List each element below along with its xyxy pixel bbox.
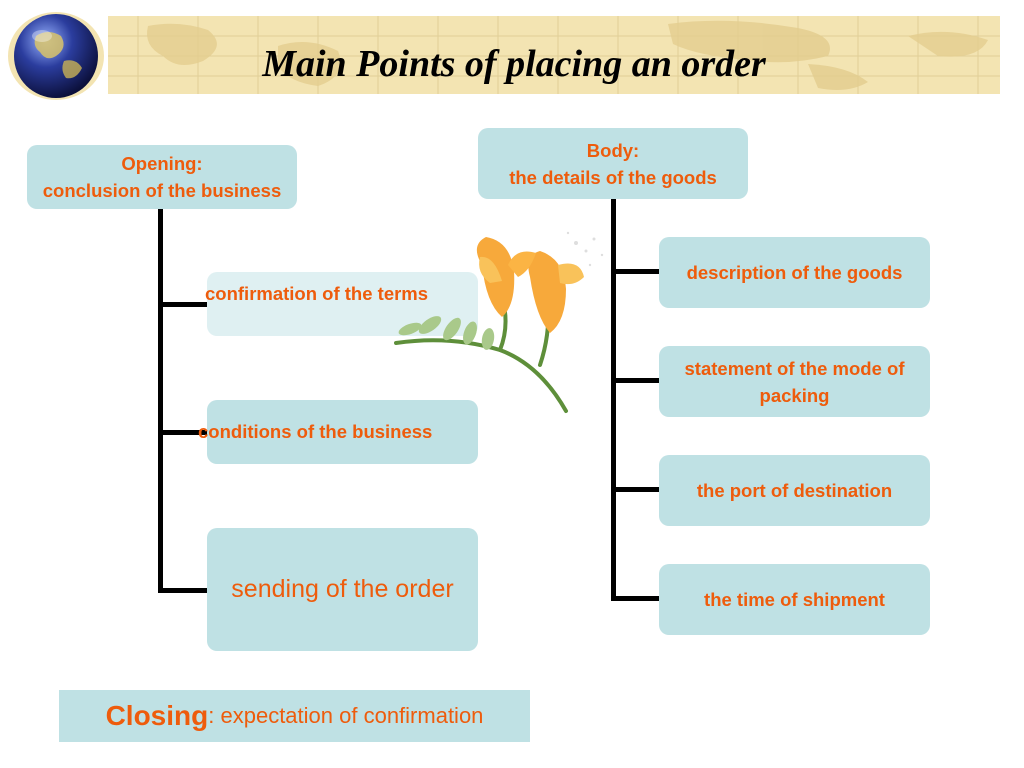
page-title: Main Points of placing an order <box>262 43 766 85</box>
body-branch-1 <box>611 269 659 274</box>
body-trunk-line <box>611 199 616 601</box>
opening-item-label: sending of the order <box>231 575 454 603</box>
opening-branch-1 <box>158 302 208 307</box>
body-item-label: the time of shipment <box>704 589 885 610</box>
opening-branch-2 <box>158 430 208 435</box>
closing-box: Closing: expectation of confirmation <box>59 690 530 742</box>
globe-icon <box>8 12 104 100</box>
opening-item-conditions: conditions of the business <box>198 400 478 464</box>
body-item-shipment: the time of shipment <box>659 564 930 635</box>
opening-branch-3 <box>158 588 208 593</box>
opening-trunk-line <box>158 209 163 593</box>
body-branch-2 <box>611 378 659 383</box>
body-branch-3 <box>611 487 659 492</box>
opening-subtitle: conclusion of the business <box>42 180 282 201</box>
body-item-description: description of the goods <box>659 237 930 308</box>
opening-box: Opening: conclusion of the business <box>27 145 297 209</box>
opening-item-confirmation: confirmation of the terms <box>205 272 478 336</box>
opening-item-label: confirmation of the terms <box>205 283 429 304</box>
closing-text: expectation of confirmation <box>220 703 484 728</box>
body-item-label: the port of destination <box>696 480 893 501</box>
body-item-destination: the port of destination <box>659 455 930 526</box>
body-item-label: statement of the mode of packing <box>684 357 905 406</box>
body-branch-4 <box>611 596 659 601</box>
opening-item-label: conditions of the business <box>198 420 433 442</box>
world-map-background <box>108 16 1000 94</box>
body-item-packing: statement of the mode of packing <box>659 346 930 417</box>
opening-label: Opening: <box>121 153 203 174</box>
closing-separator: : <box>208 703 221 728</box>
body-box: Body: the details of the goods <box>478 128 748 199</box>
header-banner <box>108 16 1000 94</box>
closing-label: Closing <box>105 700 209 731</box>
body-subtitle: the details of the goods <box>509 166 717 188</box>
body-item-label: description of the goods <box>686 262 903 283</box>
body-label: Body: <box>586 139 640 161</box>
freesia-flower-image <box>394 231 604 413</box>
opening-item-sending: sending of the order <box>207 528 478 651</box>
